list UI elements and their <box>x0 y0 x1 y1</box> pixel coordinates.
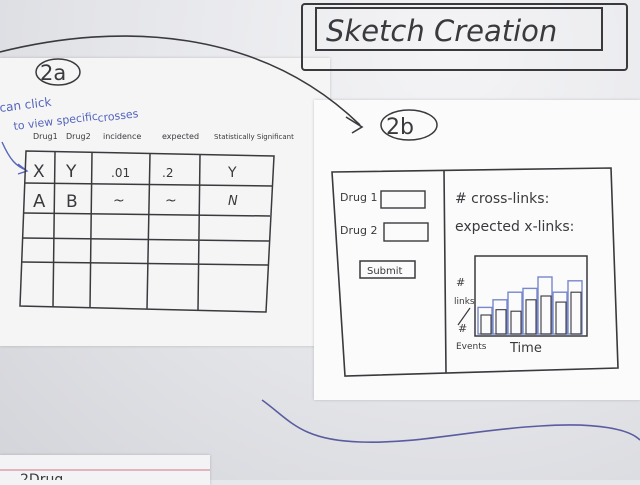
annotation-line-2: to view specific <box>13 110 99 133</box>
header-significant: Statistically Significant <box>214 133 294 141</box>
header-incidence: incidence <box>103 132 141 141</box>
chart-slash <box>457 307 471 326</box>
page-title: Sketch Creation <box>326 14 557 48</box>
annotation-arrow <box>1 141 27 171</box>
cell-r1-incidence: .01 <box>111 166 130 180</box>
table-row-1: X Y .01 .2 Y <box>33 162 237 182</box>
submit-label: Submit <box>367 266 403 277</box>
chart-bar-blue <box>552 291 568 335</box>
drug1-input[interactable] <box>380 190 426 209</box>
cell-r2-expected: ~ <box>165 193 177 209</box>
chart-bar-gray <box>540 295 552 335</box>
cell-r1-drug2: Y <box>65 162 77 182</box>
cell-r1-drug1: X <box>33 162 45 182</box>
chart-bar-blue <box>522 287 538 335</box>
cell-r2-drug2: B <box>66 192 78 212</box>
cell-r2-significant: N <box>228 194 238 209</box>
chart-bar-gray <box>570 291 582 335</box>
flow-arrow <box>0 35 364 134</box>
results-table <box>19 150 275 313</box>
label-2a: 2a <box>40 61 66 85</box>
cell-r2-drug1: A <box>33 191 46 212</box>
chart-bar-gray <box>480 314 492 335</box>
label-circle-2a <box>35 58 81 86</box>
chart-bar-gray <box>495 309 507 335</box>
chart-bar-gray <box>525 299 537 335</box>
chart-y-label-top: # <box>456 276 465 289</box>
chart-bar-blue <box>507 291 523 335</box>
cell-r1-expected: .2 <box>162 166 173 180</box>
drug-inputs: Drug 1 Drug 2 <box>340 190 429 242</box>
cross-links-label: # cross-links: <box>455 191 549 207</box>
header-expected: expected <box>162 132 199 141</box>
chart-y-label-bottom: # <box>458 322 467 335</box>
chart-bar-blue <box>567 280 583 335</box>
chart-bar-blue <box>537 276 553 335</box>
label-circle-2b <box>380 109 438 141</box>
annotation-line-1: can click <box>0 95 52 115</box>
chart-bar-gray <box>510 310 522 335</box>
annotation-line-3: crosses <box>97 107 140 125</box>
chart-x-label: Time <box>509 341 542 356</box>
label-2b: 2b <box>386 115 414 140</box>
table-row-2: A B ~ ~ N <box>33 191 238 212</box>
events-chart: # links # Events Time <box>454 255 588 356</box>
chart-bar-gray <box>555 301 567 335</box>
mockup-frame <box>331 167 619 377</box>
chart-y-label-mid: links <box>454 297 475 307</box>
header-drug1: Drug1 <box>33 132 58 141</box>
bottom-scribble <box>261 399 640 443</box>
sketch-paper-2b <box>314 100 640 400</box>
chart-bar-blue <box>492 299 508 335</box>
drug1-label: Drug 1 <box>340 191 377 204</box>
chart-x-label-left: Events <box>456 342 487 352</box>
chart-frame <box>474 255 588 337</box>
header-drug2: Drug2 <box>66 132 91 141</box>
cell-r1-significant: Y <box>227 165 237 181</box>
drug2-input[interactable] <box>383 222 429 242</box>
chart-bars <box>477 276 583 335</box>
bottom-fragment-text: 2Drug <box>20 472 63 480</box>
expected-links-label: expected x-links: <box>455 219 574 235</box>
title-box <box>301 3 628 71</box>
cell-r2-incidence: ~ <box>113 193 125 209</box>
table-headers: Drug1 Drug2 incidence expected Statistic… <box>33 132 294 141</box>
chart-bar-blue <box>477 306 493 335</box>
drug2-label: Drug 2 <box>340 224 377 237</box>
submit-button[interactable]: Submit <box>359 260 416 279</box>
